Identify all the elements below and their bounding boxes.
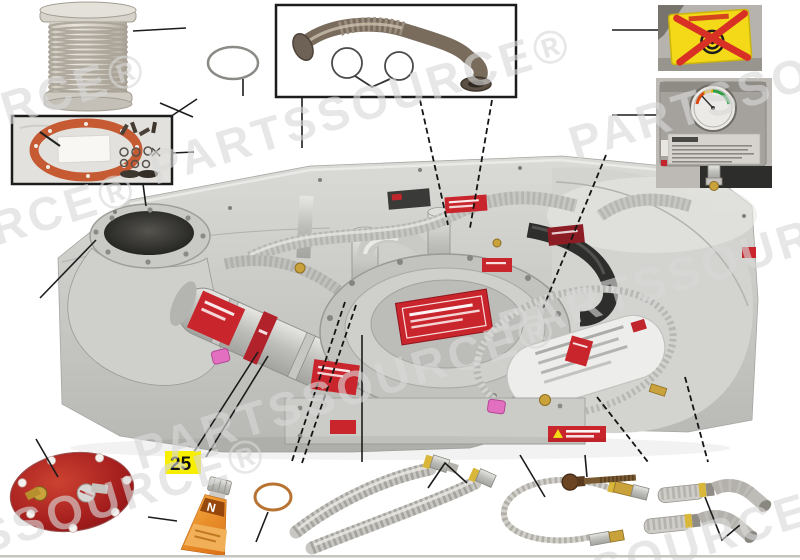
loop-fitting-top <box>607 480 650 501</box>
sealant-tube: N <box>180 476 232 557</box>
bellows-photo <box>39 1 137 112</box>
inlet-elbow <box>67 203 222 386</box>
connector-block <box>387 188 431 210</box>
pink-caps <box>210 348 506 415</box>
bronze-bolt <box>561 473 637 491</box>
plate-bolt-holes <box>17 453 132 533</box>
leader-lines <box>35 27 741 543</box>
dome-sheen <box>547 177 757 253</box>
brass-fittings-on-machine <box>294 238 668 406</box>
canister-red-tag <box>630 318 647 333</box>
exhaust-pipe <box>292 17 492 92</box>
loop-fitting-bottom <box>588 529 625 547</box>
dome-seam <box>555 181 749 307</box>
bottom-rule <box>0 555 800 558</box>
elbow-fitting <box>657 479 772 512</box>
pressure-gauge <box>689 84 737 132</box>
braided-loop-on-canister <box>473 285 677 419</box>
brass-nozzle <box>709 181 719 191</box>
copper-gasket <box>253 482 293 512</box>
hose-fitting-b <box>468 467 497 488</box>
small-oring <box>206 45 260 81</box>
gasket-label <box>57 134 111 164</box>
insulated-duct <box>169 281 344 389</box>
hardware-kit <box>119 121 161 178</box>
oring-pair <box>331 47 414 89</box>
braided-hose-pair <box>289 454 497 555</box>
safety-steam-label <box>548 426 606 442</box>
hose-fitting-a <box>422 454 459 474</box>
warning-label-photo <box>658 5 762 71</box>
spec-label <box>667 133 761 165</box>
machine-photo <box>57 155 759 460</box>
tube-letter: N <box>205 500 217 516</box>
no-symbol-label <box>667 8 753 66</box>
housing-red-label <box>394 288 494 346</box>
clamp-red-band <box>242 311 278 365</box>
callout-25-label: 25 <box>170 454 192 475</box>
flange-bolt-holes <box>93 207 206 265</box>
bottom-panel <box>284 397 606 445</box>
duct-red-label <box>186 290 246 346</box>
panel-red-label <box>330 420 356 434</box>
regulator-photo <box>656 78 772 191</box>
red-cover-plate <box>9 451 135 533</box>
machine-shadow <box>70 436 730 460</box>
exhaust-pipe-box <box>274 3 518 99</box>
burner-housing <box>310 253 571 411</box>
callout-25: 25 <box>165 451 201 475</box>
gasket-kit-box <box>10 114 174 186</box>
elbow-opening <box>104 211 194 255</box>
red-x <box>673 10 752 66</box>
